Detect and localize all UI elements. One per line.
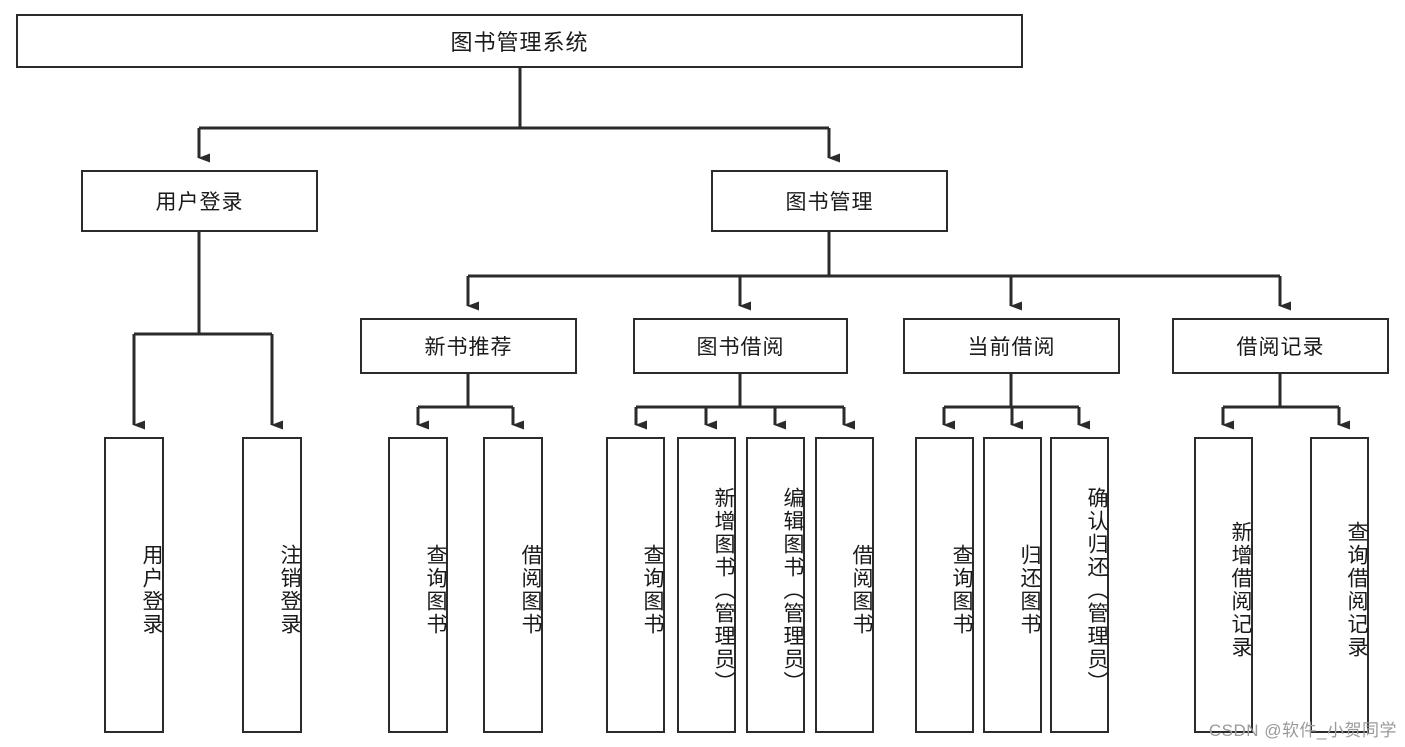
node-book-borrow-label: 图书借阅 <box>696 336 785 359</box>
node-book-manage-label: 图书管理 <box>785 191 874 214</box>
leaf-borrow-do[interactable]: 借阅图书 <box>815 437 874 733</box>
node-root[interactable]: 图书管理系统 <box>16 14 1023 68</box>
node-user-login-label: 用户登录 <box>155 191 244 214</box>
leaf-rec-query[interactable]: 查询图书 <box>388 437 448 733</box>
node-borrow-record-label: 借阅记录 <box>1236 336 1325 359</box>
leaf-rec-search[interactable]: 查询借阅记录 <box>1310 437 1369 733</box>
leaf-rec-search-label: 查询借阅记录 <box>1345 521 1368 659</box>
leaf-borrow-edit-label: 编辑图书（管理员） <box>781 486 804 694</box>
leaf-rec-borrow[interactable]: 借阅图书 <box>483 437 543 733</box>
leaf-borrow-edit[interactable]: 编辑图书（管理员） <box>746 437 805 733</box>
node-new-book-rec-label: 新书推荐 <box>424 336 513 359</box>
leaf-user-logout[interactable]: 注销登录 <box>242 437 302 733</box>
leaf-cur-query[interactable]: 查询图书 <box>915 437 974 733</box>
leaf-borrow-add-label: 新增图书（管理员） <box>712 486 735 694</box>
node-new-book-rec[interactable]: 新书推荐 <box>360 318 577 374</box>
node-root-label: 图书管理系统 <box>450 30 589 55</box>
leaf-cur-confirm-label: 确认归还（管理员） <box>1085 486 1108 694</box>
leaf-cur-confirm[interactable]: 确认归还（管理员） <box>1050 437 1109 733</box>
leaf-borrow-query-label: 查询图书 <box>641 544 664 636</box>
leaf-user-login[interactable]: 用户登录 <box>104 437 164 733</box>
leaf-rec-borrow-label: 借阅图书 <box>519 544 542 636</box>
node-book-borrow[interactable]: 图书借阅 <box>633 318 848 374</box>
leaf-cur-query-label: 查询图书 <box>950 544 973 636</box>
leaf-user-login-label: 用户登录 <box>140 544 163 636</box>
node-book-manage[interactable]: 图书管理 <box>711 170 948 232</box>
leaf-borrow-query[interactable]: 查询图书 <box>606 437 665 733</box>
leaf-cur-return-label: 归还图书 <box>1018 544 1041 636</box>
leaf-rec-add-label: 新增借阅记录 <box>1229 521 1252 659</box>
node-current-borrow[interactable]: 当前借阅 <box>903 318 1120 374</box>
node-user-login[interactable]: 用户登录 <box>81 170 318 232</box>
node-current-borrow-label: 当前借阅 <box>967 336 1056 359</box>
leaf-borrow-add[interactable]: 新增图书（管理员） <box>677 437 736 733</box>
leaf-rec-query-label: 查询图书 <box>424 544 447 636</box>
watermark: CSDN @软件_小贺同学 <box>1208 721 1397 740</box>
leaf-borrow-do-label: 借阅图书 <box>850 544 873 636</box>
leaf-rec-add[interactable]: 新增借阅记录 <box>1194 437 1253 733</box>
leaf-user-logout-label: 注销登录 <box>278 544 301 636</box>
leaf-cur-return[interactable]: 归还图书 <box>983 437 1042 733</box>
node-borrow-record[interactable]: 借阅记录 <box>1172 318 1389 374</box>
